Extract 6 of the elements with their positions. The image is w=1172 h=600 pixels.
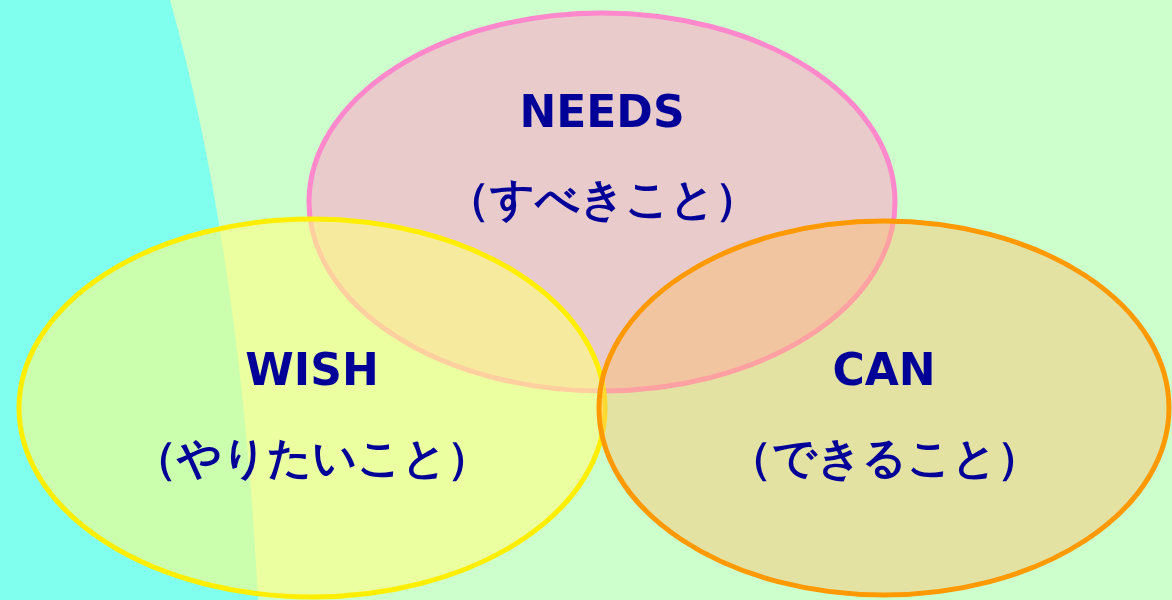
set-subtitle: （できること） (727, 434, 1041, 483)
set-title: WISH (245, 346, 379, 395)
set-subtitle: （すべきこと） (445, 175, 759, 224)
set-title: NEEDS (519, 88, 685, 137)
set-title: CAN (832, 346, 936, 395)
set-subtitle: （やりたいこと） (133, 434, 491, 483)
